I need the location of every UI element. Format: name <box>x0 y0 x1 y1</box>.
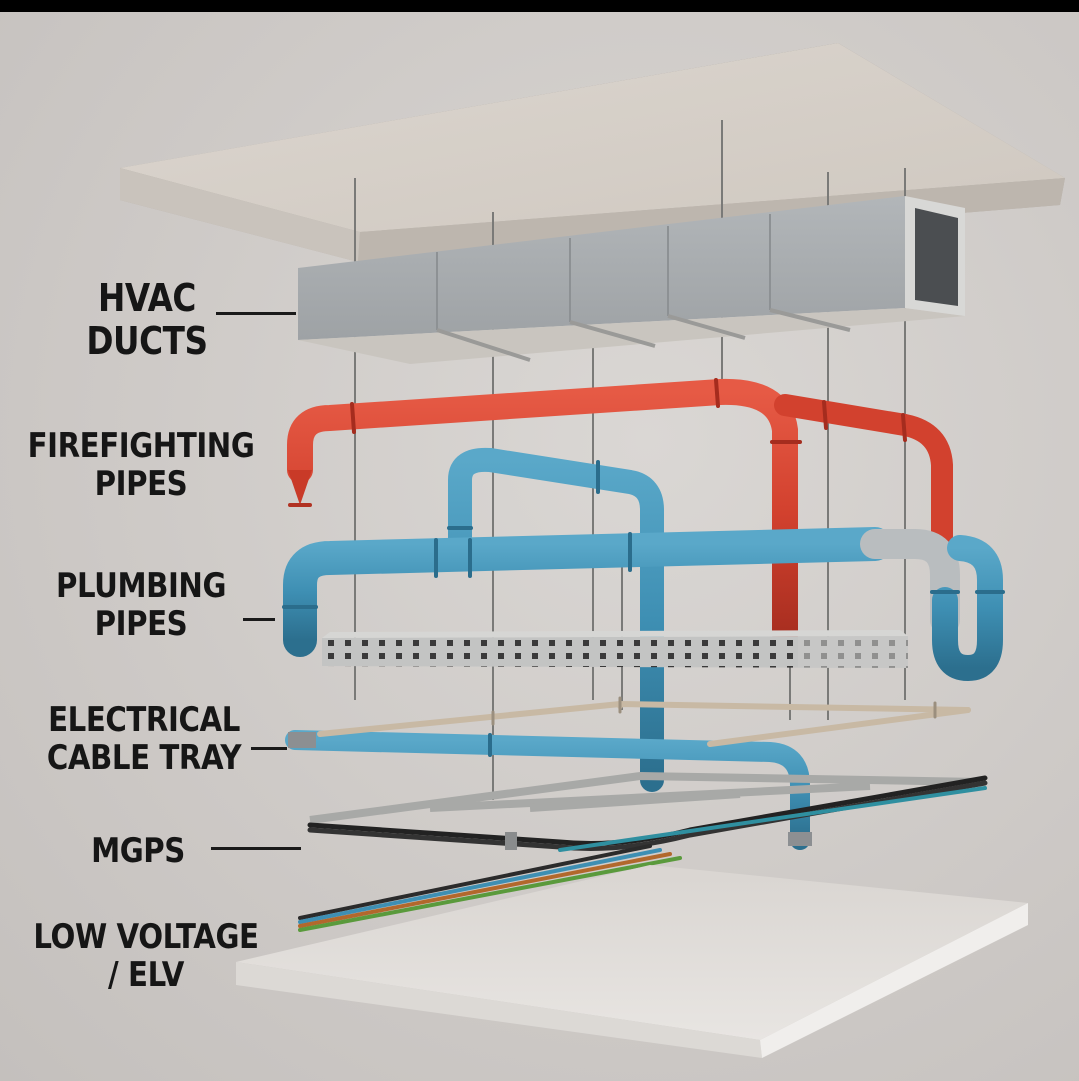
electrical-cable-tray <box>322 630 908 668</box>
mep-illustration <box>120 43 1065 1058</box>
label-mgps: MGPS <box>91 831 185 871</box>
floor-slab <box>236 865 1028 1058</box>
leader-electrical <box>251 747 287 750</box>
label-hvac-ducts: HVAC DUCTS <box>86 276 208 363</box>
plumbing-pipes <box>282 447 1005 850</box>
label-electrical-cable-tray: ELECTRICAL CABLE TRAY <box>46 700 242 779</box>
firefighting-pipes <box>287 378 953 648</box>
leader-plumbing <box>243 618 275 621</box>
hvac-duct <box>298 196 965 364</box>
label-plumbing-pipes: PLUMBING PIPES <box>55 566 227 645</box>
diagram-stage: HVAC DUCTS FIREFIGHTING PIPES PLUMBING P… <box>0 12 1079 1081</box>
lower-tray-frame <box>309 771 981 824</box>
leader-mgps <box>211 847 301 850</box>
label-firefighting-pipes: FIREFIGHTING PIPES <box>27 426 255 505</box>
leader-hvac <box>216 312 296 315</box>
label-low-voltage-elv: LOW VOLTAGE / ELV <box>33 917 259 996</box>
top-black-bar <box>0 0 1079 12</box>
elv-cable-bundle <box>298 775 988 932</box>
mgps-pipes <box>317 696 971 747</box>
